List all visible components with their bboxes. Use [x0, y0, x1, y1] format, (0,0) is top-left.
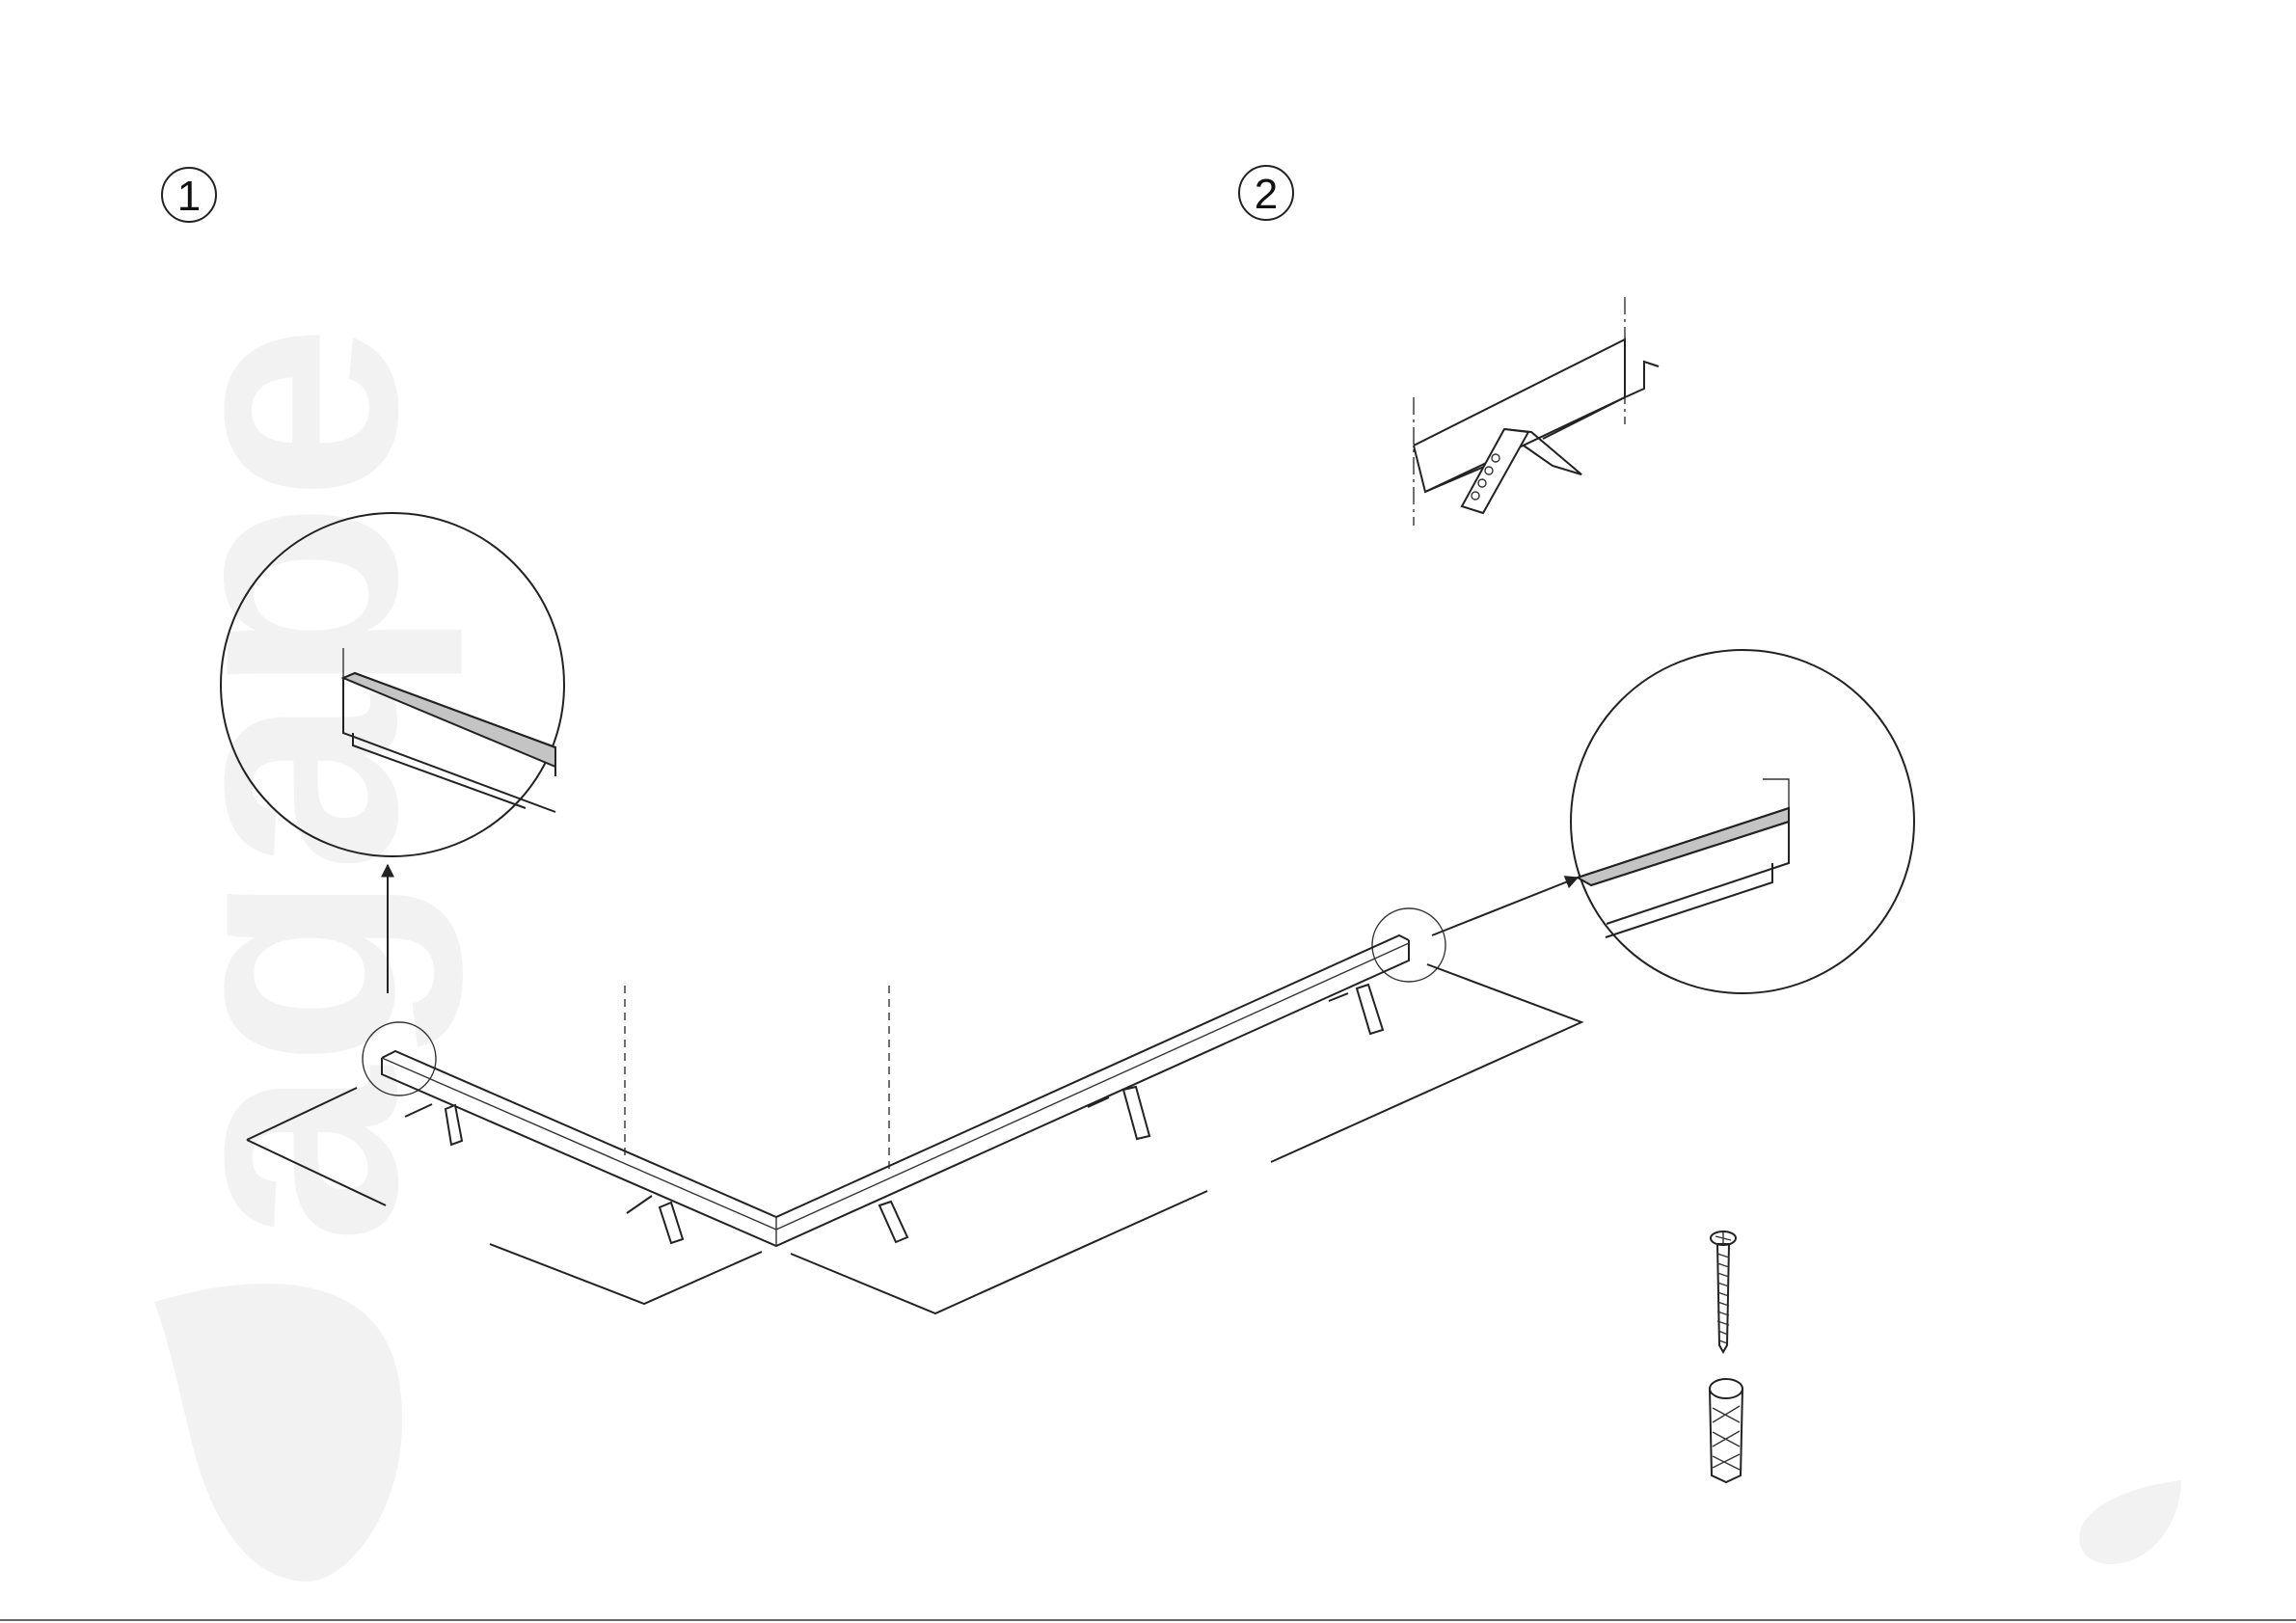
watermark-drop-shape [154, 1284, 402, 1582]
watermark-text: agape [107, 324, 465, 1244]
brand-watermark-logo: agape [107, 324, 2181, 1582]
wall-plug-hardware [1710, 1379, 1742, 1482]
right-magnifier-detail [1432, 650, 1914, 993]
bracket-2 [627, 1196, 683, 1243]
watermark-small-drop [2079, 1480, 2181, 1564]
step-2-label: 2 [1255, 171, 1278, 218]
step-1-marker: 1 [162, 168, 216, 222]
bracket-detail-view [1414, 297, 1659, 526]
bracket-4 [1088, 1087, 1149, 1139]
step-1-label: 1 [177, 173, 201, 220]
bracket-3 [879, 1202, 907, 1242]
step-2-marker: 2 [1239, 166, 1293, 220]
screw-hardware [1711, 1231, 1736, 1352]
